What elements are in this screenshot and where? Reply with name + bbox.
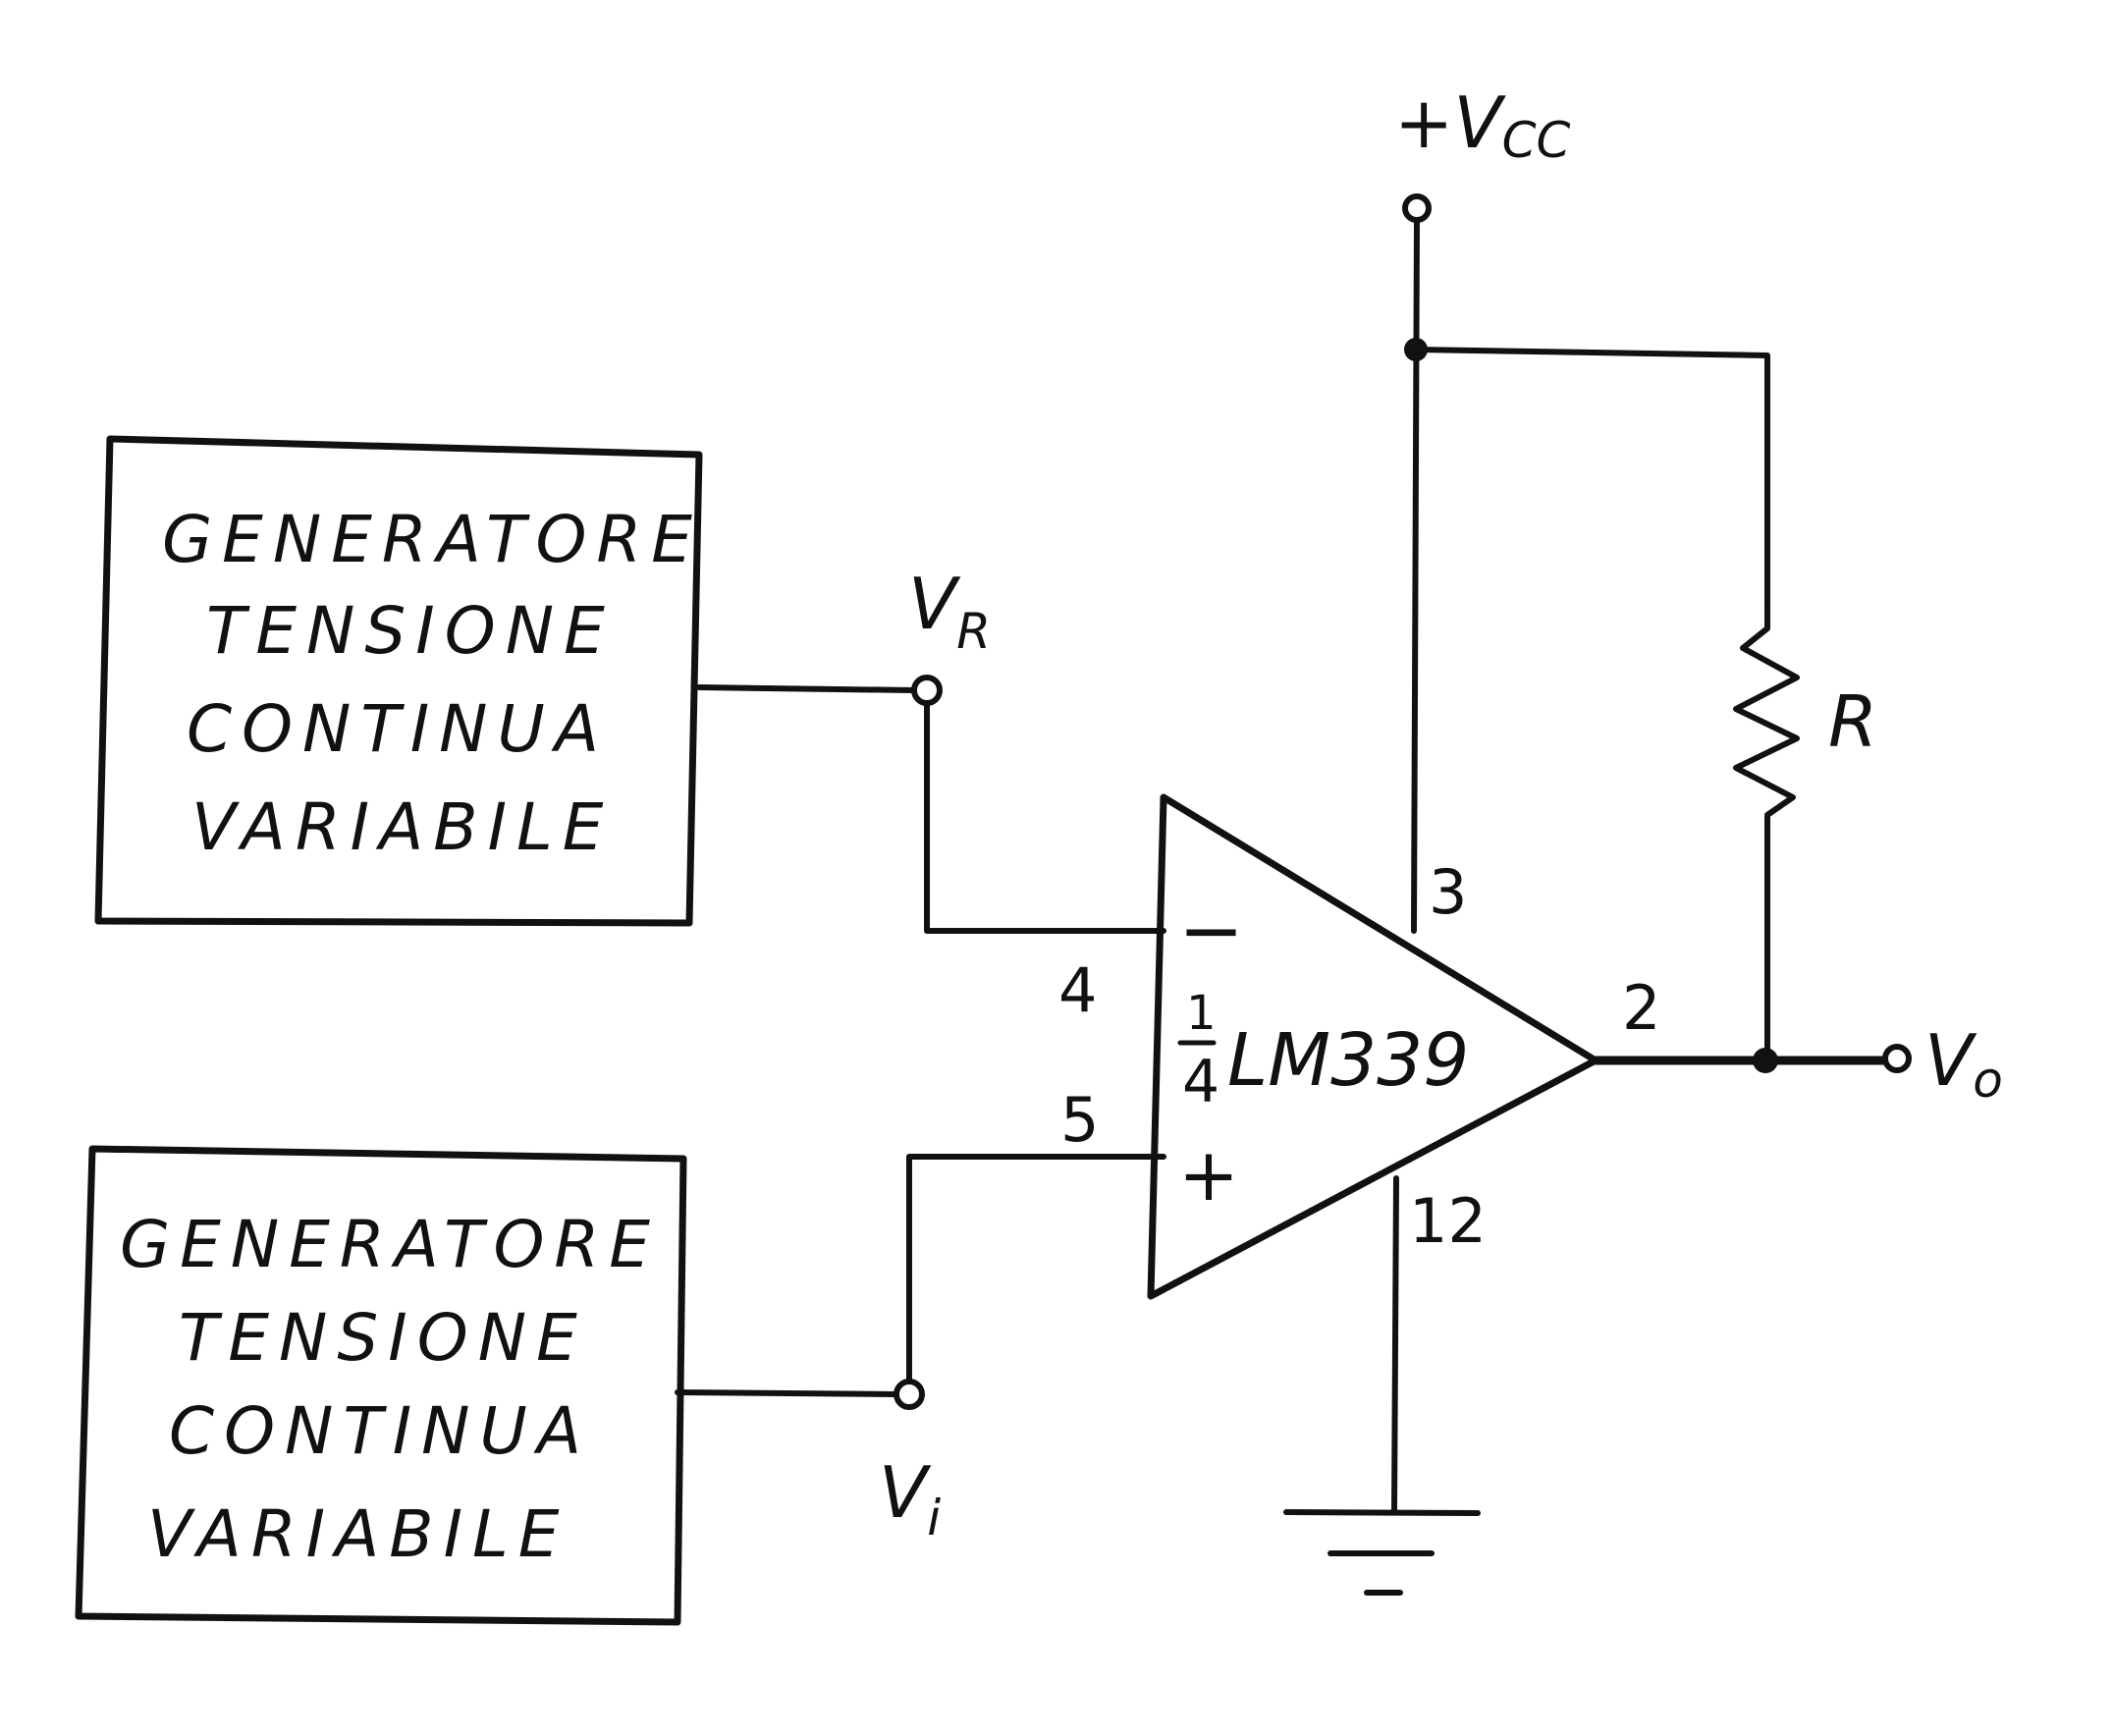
top-generator-line-2: TENSIONE (206, 593, 615, 669)
vr-label: VR (908, 563, 991, 660)
vi-wire-to-noninverting (906, 1154, 1166, 1384)
resistor-zigzag (1733, 601, 1800, 833)
comparator-part-number: LM339 (1227, 1018, 1469, 1103)
vo-label: Vo (1924, 1019, 2003, 1109)
bottom-generator-line-3: CONTINUA (169, 1393, 591, 1469)
top-generator-line-3: CONTINUA (187, 691, 609, 767)
vcc-label: +VCC (1394, 81, 1571, 169)
pin-3-label: 3 (1429, 856, 1467, 928)
output-junction (1753, 1048, 1778, 1073)
ground-symbol-line-1 (1283, 1509, 1481, 1516)
bottom-generator-line-2: TENSIONE (179, 1300, 587, 1376)
pin-12-label: 12 (1409, 1185, 1487, 1257)
vo-terminal (1882, 1044, 1912, 1073)
top-generator-box (94, 435, 703, 927)
vi-label: Vi (879, 1451, 941, 1546)
vcc-terminal (1402, 193, 1432, 223)
pin-5-label: 5 (1060, 1084, 1099, 1156)
vi-terminal (894, 1379, 925, 1410)
ground-wire (1391, 1175, 1399, 1513)
pin-4-label: 4 (1058, 954, 1097, 1026)
pin-2-label: 2 (1622, 972, 1660, 1044)
top-generator-line-4: VARIABILE (191, 789, 614, 865)
vi-wire-from-generator (675, 1389, 898, 1397)
comparator-triangle (1147, 793, 1599, 1300)
bottom-generator-line-4: VARIABILE (147, 1496, 569, 1572)
vr-wire-from-generator (696, 684, 916, 693)
vcc-rail (1411, 217, 1420, 934)
noninverting-sign: + (1178, 1133, 1239, 1218)
vr-wire-to-inverting (924, 700, 1166, 934)
resistor-label: R (1828, 680, 1877, 763)
top-generator-line-1: GENERATORE (162, 502, 702, 577)
inverting-sign: − (1178, 885, 1244, 976)
vr-terminal (911, 675, 943, 706)
fraction-denominator: 4 (1182, 1048, 1219, 1116)
pullup-top-wire (1413, 347, 1770, 607)
bottom-generator-box (75, 1145, 687, 1626)
fraction-numerator: 1 (1186, 986, 1217, 1041)
bottom-generator-line-1: GENERATORE (120, 1207, 660, 1282)
